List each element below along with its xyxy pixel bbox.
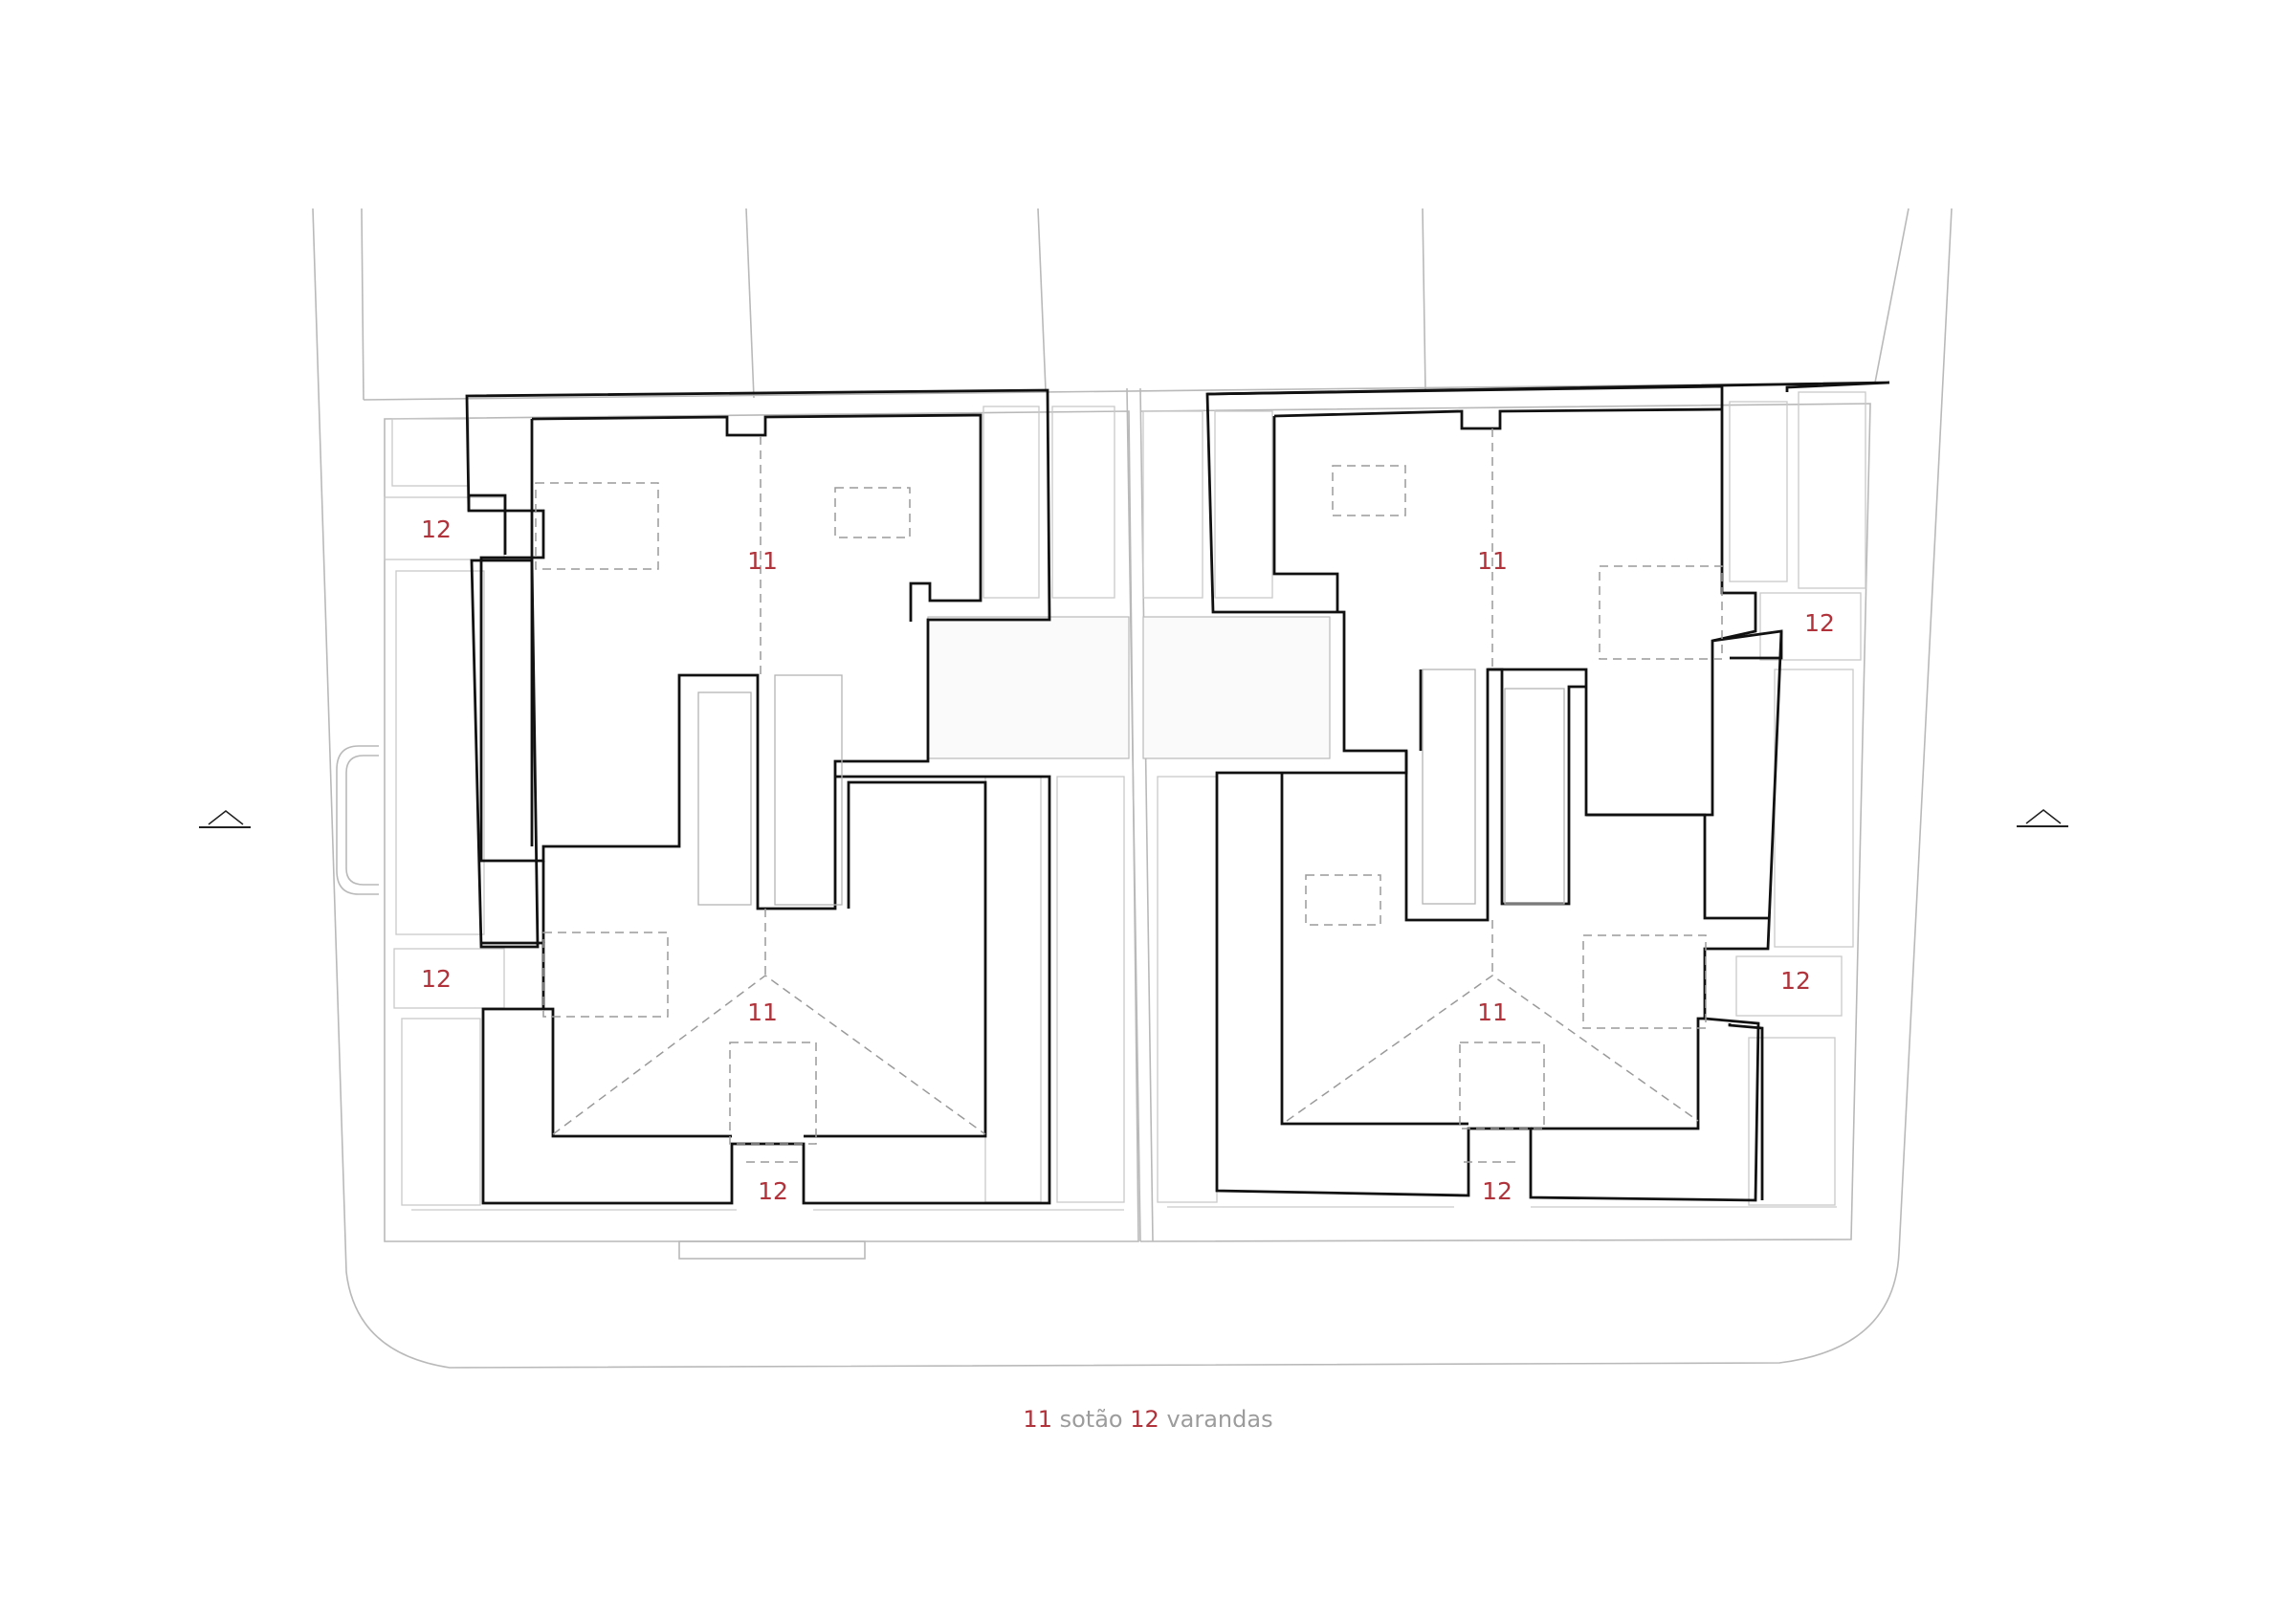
- house-left: [384, 388, 1331, 1211]
- legend: 11 sotão 12 varandas: [0, 1406, 2296, 1433]
- room-labels: 11 11 11 11 12 12 12 12 12 12: [421, 515, 1835, 1205]
- room-label-balcony: 12: [1780, 967, 1811, 995]
- room-label-attic: 11: [747, 998, 778, 1026]
- legend-label-attic: sotão: [1059, 1406, 1123, 1433]
- room-label-balcony: 12: [421, 965, 452, 993]
- section-marker-left: [199, 810, 251, 828]
- legend-label-balcony: varandas: [1166, 1406, 1273, 1433]
- room-label-attic: 11: [1477, 547, 1508, 575]
- room-label-balcony: 12: [758, 1177, 788, 1205]
- stair-left-a: [697, 674, 843, 906]
- site-outline: [312, 208, 1953, 1369]
- room-label-attic: 11: [747, 547, 778, 575]
- room-label-balcony: 12: [421, 515, 452, 543]
- house-right: [1142, 381, 1890, 1208]
- legend-number-balcony: 12: [1130, 1406, 1159, 1433]
- room-label-balcony: 12: [1482, 1177, 1512, 1205]
- room-label-balcony: 12: [1804, 609, 1835, 637]
- stair-right: [1422, 669, 1565, 905]
- room-label-attic: 11: [1477, 998, 1508, 1026]
- legend-number-attic: 11: [1023, 1406, 1052, 1433]
- section-marker-right: [2017, 809, 2068, 827]
